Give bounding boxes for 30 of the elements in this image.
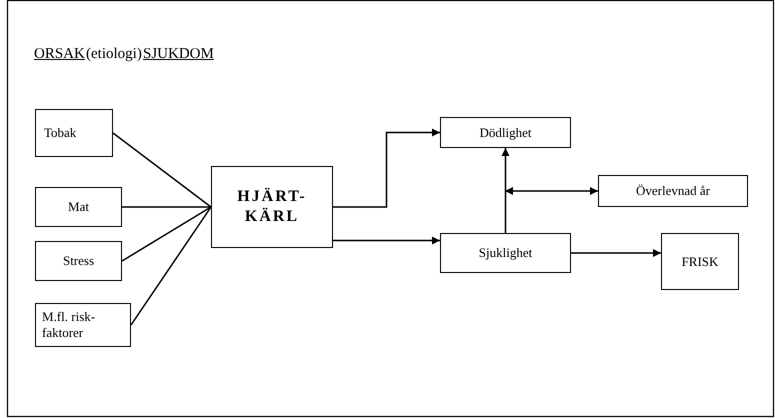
arrow xyxy=(505,187,598,195)
box-label: HJÄRT- KÄRL xyxy=(236,187,308,227)
process-box xyxy=(661,233,739,290)
box-label: Dödlighet xyxy=(480,124,532,140)
process-box xyxy=(440,233,571,273)
heading-label: ORSAK xyxy=(34,46,85,63)
process-box xyxy=(440,117,571,148)
box-label: FRISK xyxy=(682,254,718,270)
process-box xyxy=(35,241,122,281)
arrow xyxy=(333,236,440,244)
connector-line xyxy=(122,206,212,262)
connector-line xyxy=(122,206,211,208)
process-box xyxy=(211,166,333,248)
box-label: Tobak xyxy=(44,125,76,141)
box-label: Överlevnad år xyxy=(636,183,710,199)
process-box xyxy=(598,175,748,207)
connector-line xyxy=(112,132,212,208)
process-box xyxy=(35,187,122,227)
heading-label: SJUKDOM xyxy=(143,46,214,63)
note-text: (etiologi) xyxy=(86,46,142,63)
arrow xyxy=(571,249,661,257)
box-label: Sjuklighet xyxy=(478,245,532,261)
box-label: Stress xyxy=(62,253,94,269)
connector-line xyxy=(130,206,212,326)
arrow xyxy=(333,128,440,208)
box-label: Mat xyxy=(68,199,89,215)
process-box xyxy=(35,109,113,157)
process-box xyxy=(35,303,131,347)
arrow xyxy=(502,148,510,233)
box-label: M.fl. risk- faktorer xyxy=(42,309,96,341)
